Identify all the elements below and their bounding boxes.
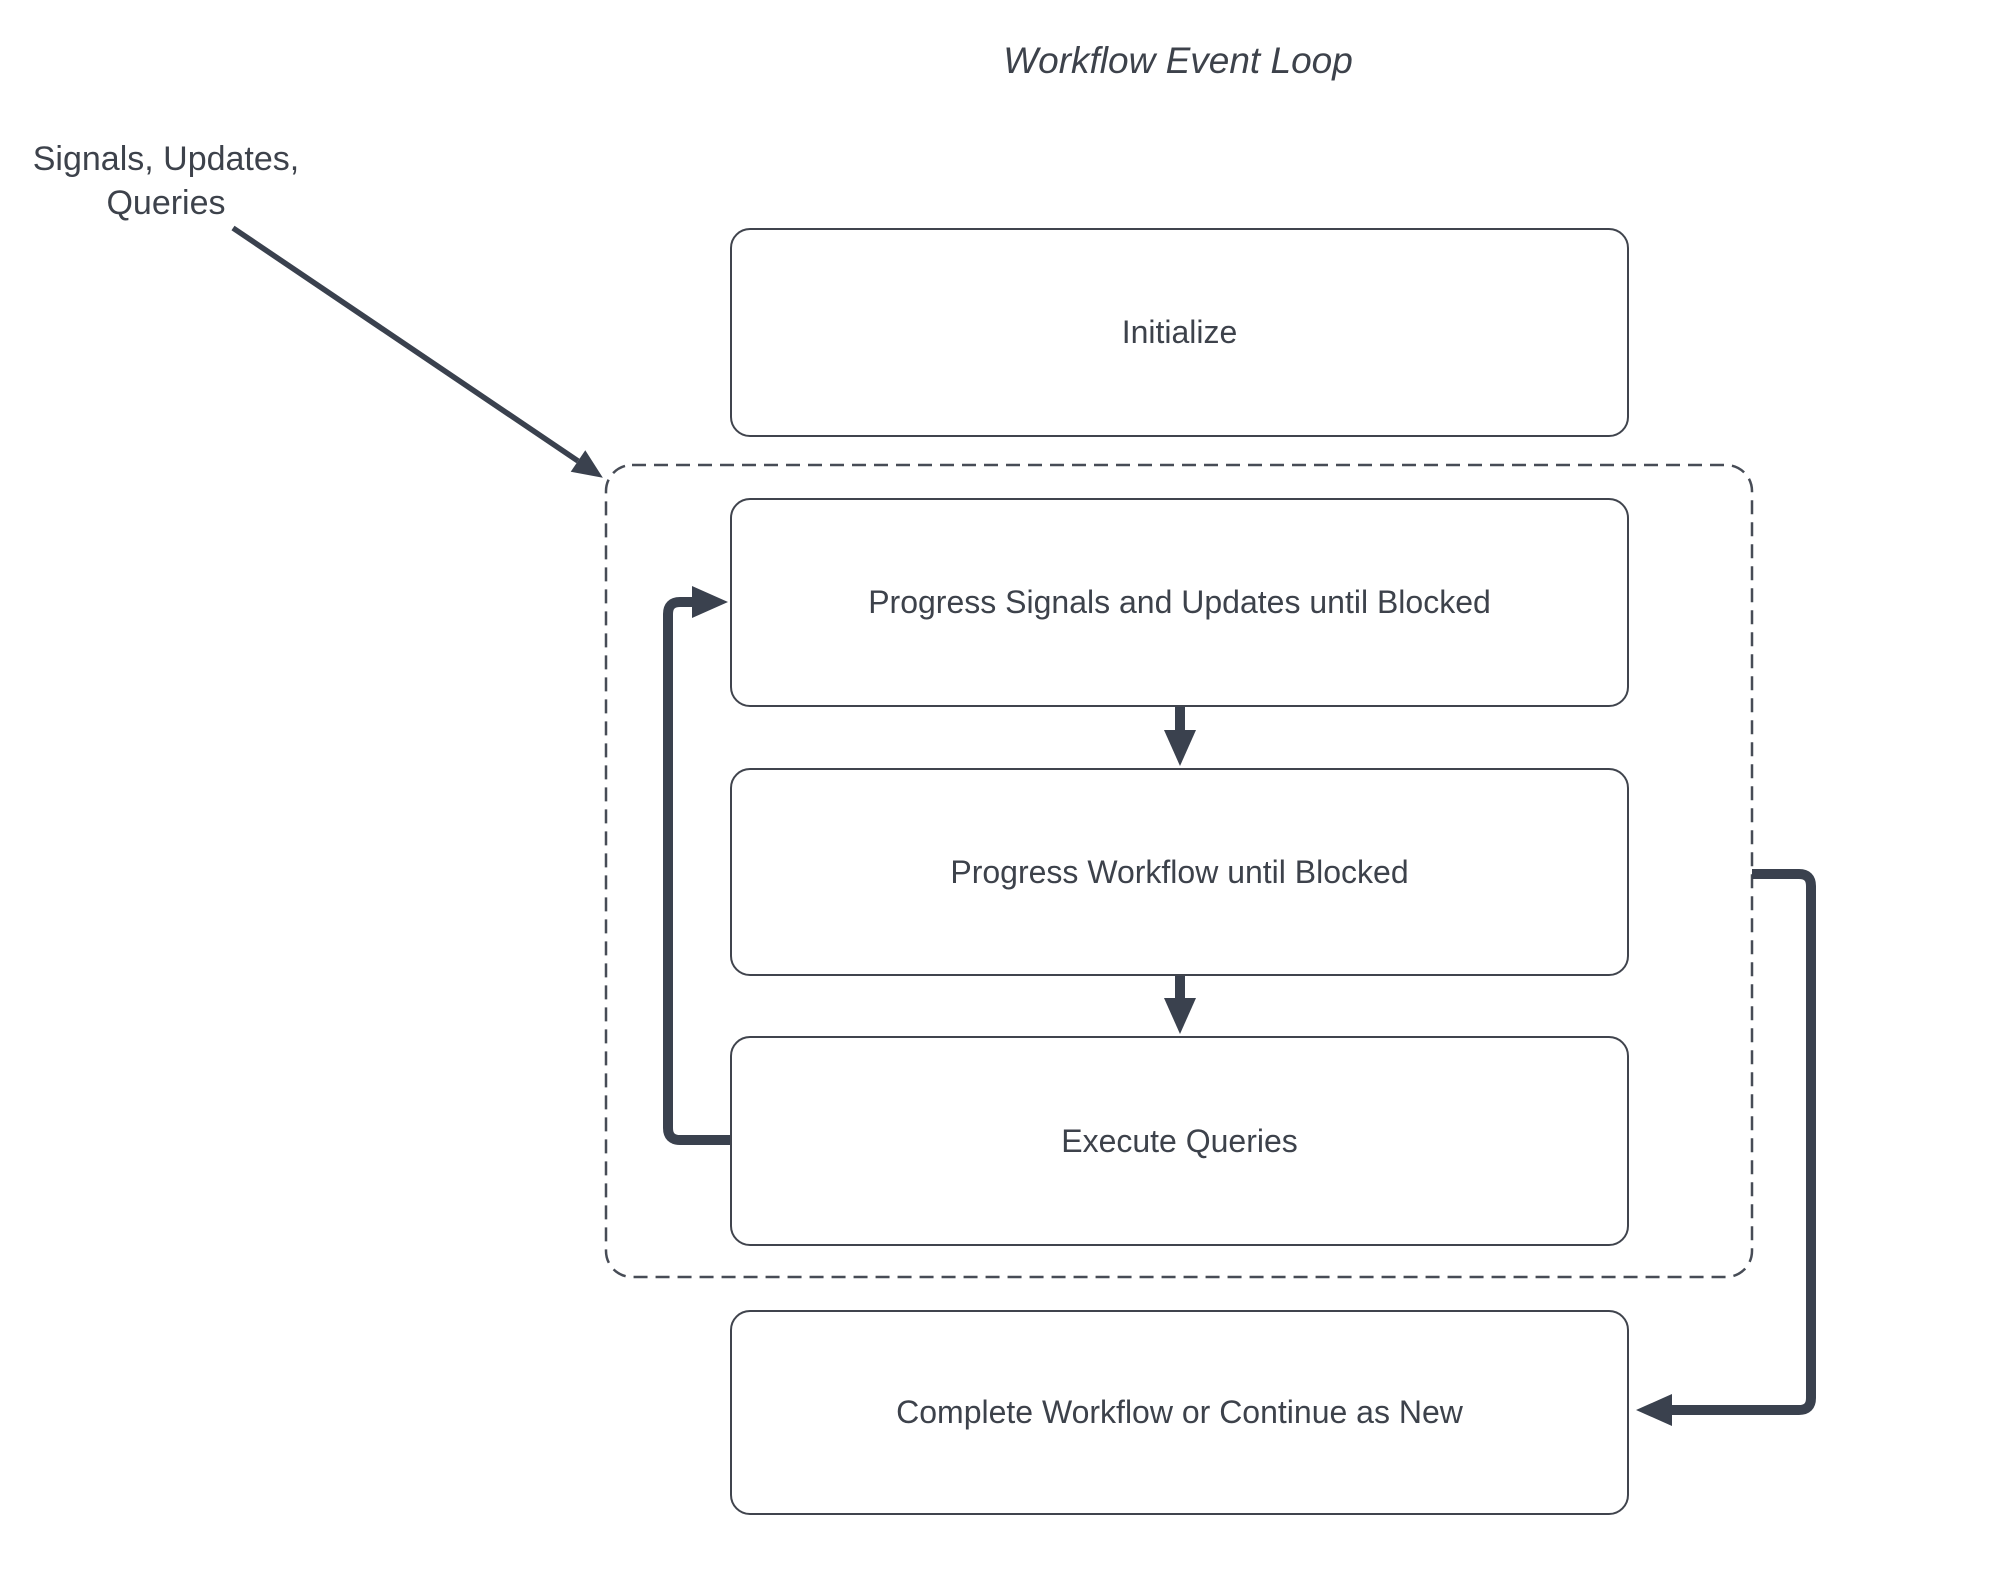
node-progress-signals: Progress Signals and Updates until Block…: [730, 498, 1629, 707]
diagram-title: Workflow Event Loop: [1003, 40, 1353, 81]
arrow-loop-back: [663, 586, 730, 1145]
signals-input-arrow: [231, 225, 603, 478]
node-complete-workflow: Complete Workflow or Continue as New: [730, 1310, 1629, 1515]
node-progress-workflow: Progress Workflow until Blocked: [730, 768, 1629, 976]
external-inputs-label: Signals, Updates, Queries: [32, 140, 300, 222]
node-execute-queries: Execute Queries: [730, 1036, 1629, 1246]
arrow-exit-to-complete: [1636, 869, 1816, 1426]
node-initialize: Initialize: [730, 228, 1629, 437]
